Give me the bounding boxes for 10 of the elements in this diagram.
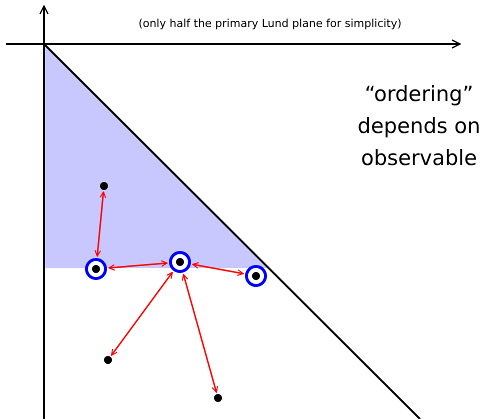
double-arrow <box>108 260 168 271</box>
note: (only half the primary Lund plane for simplicity) <box>137 17 403 30</box>
point <box>214 394 222 402</box>
double-arrow <box>192 262 244 276</box>
double-arrow <box>182 274 218 393</box>
double-arrow <box>110 272 173 356</box>
circled-point <box>245 265 267 287</box>
note: “ordering” depends on observable <box>356 81 482 172</box>
double-arrow <box>94 191 106 257</box>
point <box>104 356 112 364</box>
